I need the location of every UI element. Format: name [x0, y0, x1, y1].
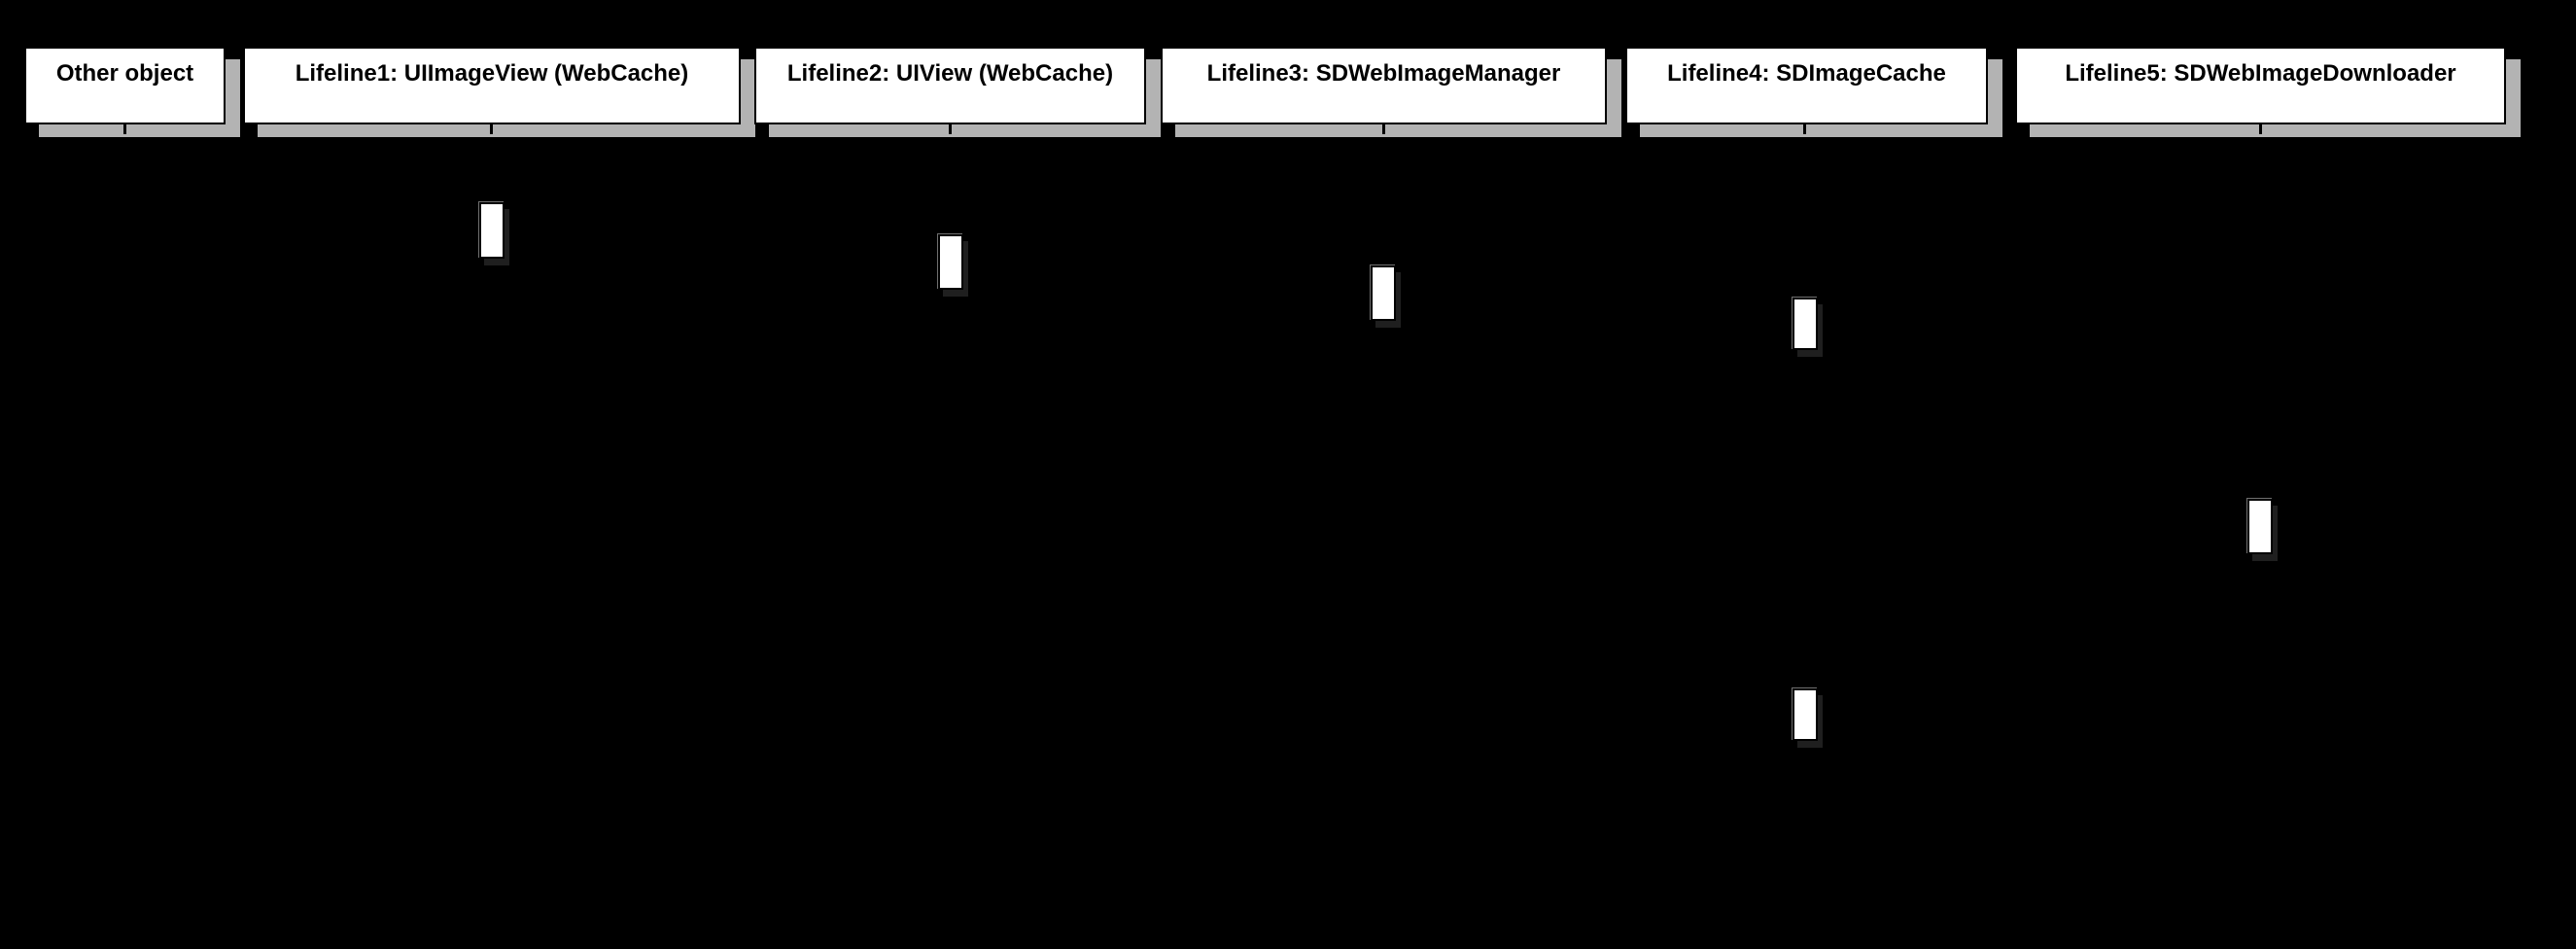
- lifeline-dashed-line-lifeline1: [490, 124, 493, 924]
- lifeline-dashed-line-other-object: [123, 124, 126, 924]
- activation-bar-lifeline1: [479, 202, 505, 259]
- lifeline-label: Lifeline2: UIView (WebCache): [786, 60, 1114, 87]
- lifeline-label: Lifeline3: SDWebImageManager: [1206, 60, 1561, 87]
- lifeline-head-lifeline4: Lifeline4: SDImageCache: [1625, 47, 1988, 124]
- lifeline-label: Other object: [55, 60, 194, 87]
- activation-bar-lifeline5: [2247, 499, 2273, 554]
- lifeline-label: Lifeline1: UIImageView (WebCache): [295, 60, 689, 87]
- activation-bar-lifeline4-second: [1793, 688, 1818, 741]
- lifeline-head-other-object: Other object: [24, 47, 226, 124]
- lifeline-head-lifeline3: Lifeline3: SDWebImageManager: [1161, 47, 1607, 124]
- activation-bar-lifeline3: [1371, 265, 1396, 321]
- activation-bar-lifeline2: [938, 234, 963, 290]
- lifeline-dashed-line-lifeline4: [1803, 124, 1806, 924]
- lifeline-dashed-line-lifeline3: [1382, 124, 1385, 924]
- lifeline-label: Lifeline4: SDImageCache: [1667, 60, 1946, 87]
- lifeline-head-lifeline1: Lifeline1: UIImageView (WebCache): [243, 47, 741, 124]
- activation-bar-lifeline4-first: [1793, 298, 1818, 350]
- lifeline-dashed-line-lifeline2: [949, 124, 952, 924]
- lifeline-head-lifeline5: Lifeline5: SDWebImageDownloader: [2015, 47, 2506, 124]
- lifeline-label: Lifeline5: SDWebImageDownloader: [2065, 60, 2456, 87]
- lifeline-head-lifeline2: Lifeline2: UIView (WebCache): [754, 47, 1146, 124]
